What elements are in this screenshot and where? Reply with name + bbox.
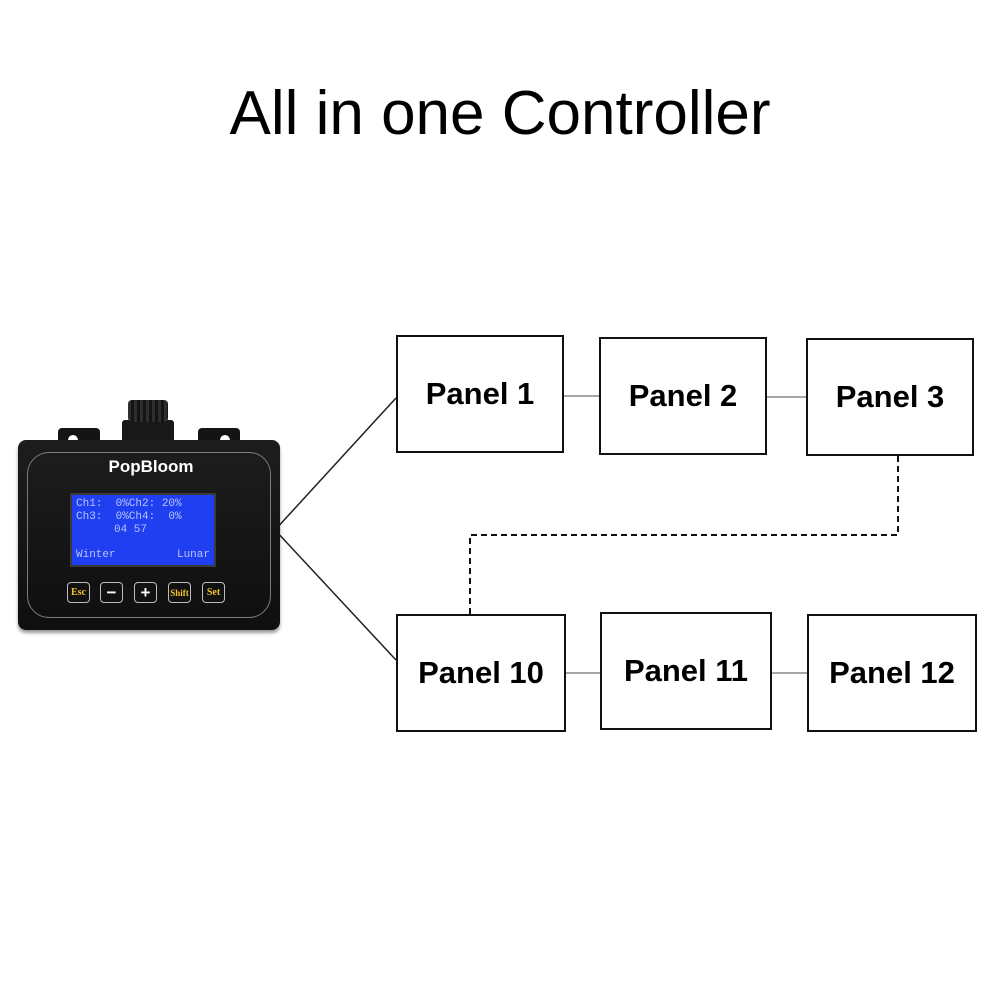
controller-device: PopBloom Ch1: 0%Ch2: 20% Ch3: 0%Ch4: 0% … (18, 440, 280, 630)
lcd-line-2: Ch3: 0%Ch4: 0% (76, 511, 182, 523)
cable-gland-icon (128, 400, 168, 422)
lcd-line-1: Ch1: 0%Ch2: 20% (76, 498, 182, 510)
lcd-season-label: Winter (76, 549, 116, 561)
panel-10-box: Panel 10 (396, 614, 566, 732)
brand-logo: PopBloom (108, 457, 194, 476)
panel-3-box: Panel 3 (806, 338, 974, 456)
controller-face-outline (27, 452, 271, 618)
diagram-title: All in one Controller (229, 79, 771, 148)
panel-3-to-panel-10-dashed-line (469, 456, 899, 614)
panel-1-box: Panel 1 (396, 335, 564, 453)
set-button[interactable]: Set (202, 582, 225, 603)
lcd-screen: Ch1: 0%Ch2: 20% Ch3: 0%Ch4: 0% 04 57 Win… (70, 493, 216, 567)
lcd-mode-label: Lunar (176, 549, 210, 561)
controller-to-panel-1-line (274, 397, 397, 531)
esc-button[interactable]: Esc (67, 582, 90, 603)
minus-button[interactable]: − (100, 582, 123, 603)
controller-to-panel-10-line (274, 529, 397, 661)
shift-button[interactable]: Shift (168, 582, 191, 603)
lcd-line-3: 04 57 (114, 524, 148, 536)
panel-11-box: Panel 11 (600, 612, 772, 730)
panel-12-box: Panel 12 (807, 614, 977, 732)
panel-2-box: Panel 2 (599, 337, 767, 455)
plus-button[interactable]: + (134, 582, 157, 603)
